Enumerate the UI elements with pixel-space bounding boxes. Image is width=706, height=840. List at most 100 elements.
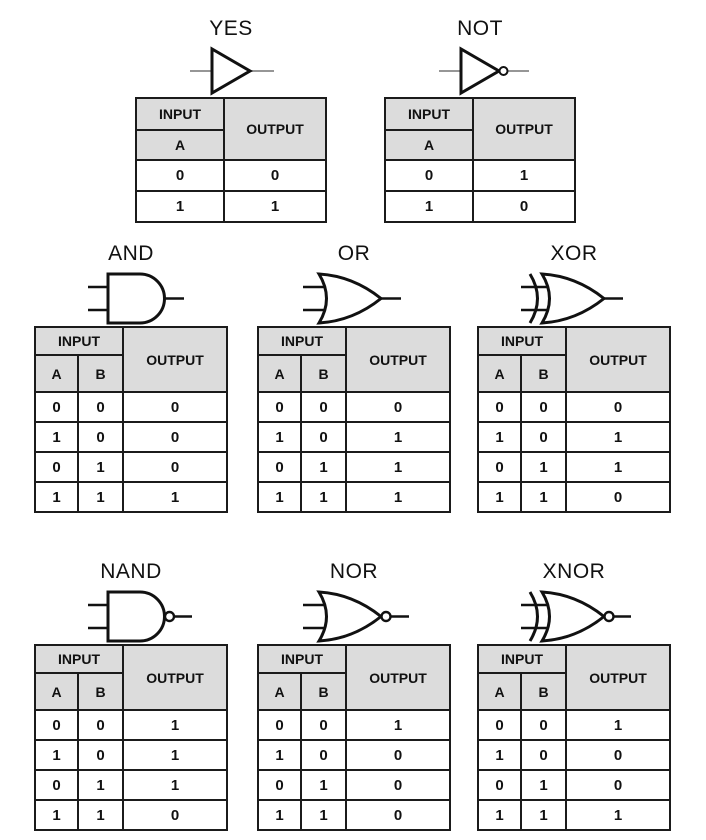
- output-header: OUTPUT: [345, 326, 451, 393]
- cell-out: 0: [345, 769, 451, 801]
- col-b-header: B: [77, 672, 124, 711]
- cell-out: 1: [565, 421, 671, 453]
- table-row: 1 0: [384, 190, 576, 223]
- col-b-header: B: [300, 354, 347, 393]
- or-gate-icon: [303, 272, 401, 325]
- cell-b: 1: [300, 799, 347, 831]
- output-header: OUTPUT: [565, 644, 671, 711]
- cell-b: 0: [520, 709, 567, 741]
- col-a-header: A: [477, 672, 522, 711]
- cell-out: 0: [223, 159, 327, 192]
- cell-b: 0: [300, 421, 347, 453]
- gate-title-nand: NAND: [100, 560, 162, 583]
- cell-a: 0: [477, 451, 522, 483]
- cell-b: 1: [520, 451, 567, 483]
- nand-gate-icon: [88, 590, 192, 643]
- truth-table-not: INPUT OUTPUT A 0 1 1 0: [384, 97, 576, 223]
- cell-a: 0: [384, 159, 474, 192]
- cell-b: 0: [520, 421, 567, 453]
- cell-a: 1: [477, 421, 522, 453]
- cell-a: 0: [477, 709, 522, 741]
- cell-out: 0: [345, 799, 451, 831]
- col-a-header: A: [257, 354, 302, 393]
- cell-out: 0: [472, 190, 576, 223]
- input-header: INPUT: [135, 97, 225, 131]
- cell-a: 0: [257, 709, 302, 741]
- table-row: 0 0 1: [257, 709, 451, 741]
- truth-table-yes: INPUT OUTPUT A 0 0 1 1: [135, 97, 327, 223]
- cell-a: 1: [477, 481, 522, 513]
- input-header: INPUT: [257, 644, 347, 674]
- table-row: 0 1 1: [257, 451, 451, 483]
- cell-b: 0: [520, 391, 567, 423]
- cell-a: 0: [257, 769, 302, 801]
- cell-a: 1: [257, 481, 302, 513]
- table-row: 0 0 1: [477, 709, 671, 741]
- cell-a: 1: [477, 739, 522, 771]
- cell-b: 1: [300, 451, 347, 483]
- cell-b: 0: [300, 709, 347, 741]
- gate-block-and: AND INPUT OUTPUT A B 0 0 0 1 0 0 0 1 0: [34, 240, 228, 513]
- cell-b: 1: [300, 481, 347, 513]
- cell-out: 0: [345, 391, 451, 423]
- input-header: INPUT: [257, 326, 347, 356]
- output-header: OUTPUT: [122, 326, 228, 393]
- cell-b: 1: [77, 481, 124, 513]
- cell-a: 1: [34, 481, 79, 513]
- xnor-gate-icon: [521, 590, 631, 643]
- input-header: INPUT: [34, 326, 124, 356]
- col-a-header: A: [34, 672, 79, 711]
- cell-a: 0: [477, 769, 522, 801]
- table-row: 1 0 0: [257, 739, 451, 771]
- cell-a: 1: [257, 739, 302, 771]
- input-header: INPUT: [34, 644, 124, 674]
- cell-b: 1: [300, 769, 347, 801]
- input-header: INPUT: [477, 326, 567, 356]
- output-header: OUTPUT: [122, 644, 228, 711]
- truth-table-and: INPUT OUTPUT A B 0 0 0 1 0 0 0 1 0 1 1 1: [34, 326, 228, 513]
- cell-b: 1: [77, 451, 124, 483]
- table-row: 0 1 0: [257, 769, 451, 801]
- cell-b: 0: [77, 391, 124, 423]
- cell-a: 1: [135, 190, 225, 223]
- cell-a: 0: [135, 159, 225, 192]
- gate-block-nand: NAND INPUT OUTPUT A B 0 0 1 1 0 1 0 1 1: [34, 558, 228, 831]
- gate-title-not: NOT: [457, 17, 503, 40]
- output-header: OUTPUT: [223, 97, 327, 161]
- gate-title-and: AND: [108, 242, 154, 265]
- output-header: OUTPUT: [345, 644, 451, 711]
- gate-title-or: OR: [337, 242, 371, 265]
- cell-b: 1: [77, 769, 124, 801]
- buffer-gate-icon: [190, 46, 274, 96]
- cell-b: 1: [520, 769, 567, 801]
- cell-a: 1: [34, 421, 79, 453]
- cell-out: 1: [565, 799, 671, 831]
- table-row: 0 0 1: [34, 709, 228, 741]
- cell-out: 0: [565, 391, 671, 423]
- cell-out: 1: [223, 190, 327, 223]
- table-row: 0 0 0: [257, 391, 451, 423]
- table-row: 1 1 1: [477, 799, 671, 831]
- cell-out: 1: [345, 709, 451, 741]
- cell-out: 0: [345, 739, 451, 771]
- cell-out: 1: [345, 481, 451, 513]
- table-row: 0 1 1: [34, 769, 228, 801]
- cell-a: 1: [384, 190, 474, 223]
- cell-a: 1: [257, 799, 302, 831]
- output-header: OUTPUT: [472, 97, 576, 161]
- nor-gate-icon: [303, 590, 409, 643]
- cell-b: 0: [520, 739, 567, 771]
- cell-out: 1: [565, 709, 671, 741]
- table-row: 0 0 0: [34, 391, 228, 423]
- table-row: 1 1 1: [34, 481, 228, 513]
- cell-b: 0: [300, 391, 347, 423]
- gate-title-xor: XOR: [550, 242, 598, 265]
- cell-out: 1: [122, 481, 228, 513]
- cell-out: 0: [122, 451, 228, 483]
- cell-out: 0: [565, 481, 671, 513]
- input-header: INPUT: [477, 644, 567, 674]
- table-row: 0 0 0: [477, 391, 671, 423]
- and-gate-icon: [88, 272, 184, 325]
- cell-b: 1: [77, 799, 124, 831]
